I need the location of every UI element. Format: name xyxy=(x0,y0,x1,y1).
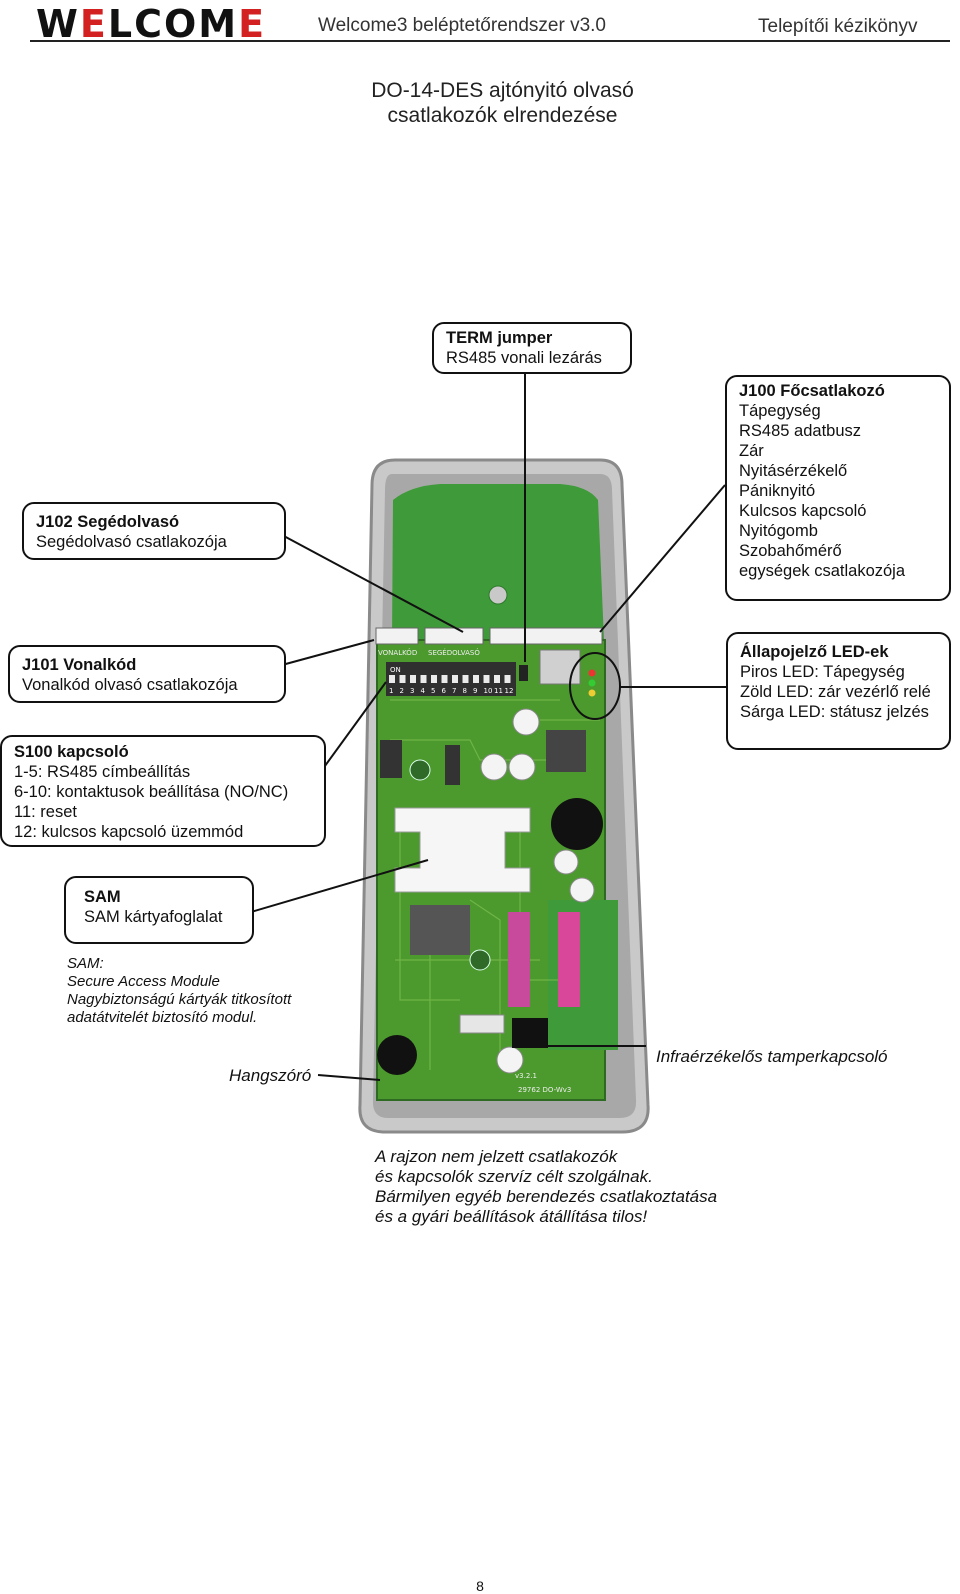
leader-j102 xyxy=(281,534,464,633)
term-jumper xyxy=(519,665,528,681)
dip-switch-3 xyxy=(410,675,416,683)
led-green xyxy=(588,679,596,687)
callout-j102: J102 Segédolvasó Segédolvasó csatlakozój… xyxy=(22,502,286,560)
dip-number-1: 1 xyxy=(389,687,393,695)
leader-s100 xyxy=(321,681,387,771)
dip-switch-8 xyxy=(462,675,469,683)
capacitor-3 xyxy=(508,753,536,781)
capacitor-1 xyxy=(409,759,431,781)
chip-u602 xyxy=(380,740,402,778)
callout-term-jumper: TERM jumper RS485 vonali lezárás xyxy=(432,322,632,374)
board-label-vonalkod: VONALKÓD xyxy=(378,648,417,657)
relay-block xyxy=(539,649,581,685)
dip-number-4: 4 xyxy=(421,687,426,695)
welcome-logo: WELCOME xyxy=(36,2,267,46)
dip-number-3: 3 xyxy=(410,687,414,695)
j101-connector xyxy=(375,627,419,645)
dip-switch-6 xyxy=(441,675,448,683)
pink-component-right xyxy=(558,912,580,1007)
dip-switch-9 xyxy=(473,675,479,683)
chip-u604 xyxy=(445,745,460,785)
dip-number-11: 11 xyxy=(494,687,503,695)
leader-lines xyxy=(250,367,726,1081)
dip-switch-2 xyxy=(399,675,406,683)
callout-leds: Állapojelző LED-ek Piros LED: Tápegység … xyxy=(726,632,951,750)
dip-number-12: 12 xyxy=(505,687,514,695)
led-yellow xyxy=(588,689,596,697)
dip-number-5: 5 xyxy=(431,687,435,695)
leader-j101 xyxy=(281,639,375,666)
sam-socket xyxy=(394,807,531,893)
dip-switch-12 xyxy=(504,675,511,683)
dip-switch-4 xyxy=(420,675,427,683)
pink-component-left xyxy=(508,912,530,1007)
leader-j100 xyxy=(599,484,726,633)
dip-number-6: 6 xyxy=(442,687,447,695)
tamper-label: Infraérzékelős tamperkapcsoló xyxy=(656,1047,888,1066)
dip-number-2: 2 xyxy=(400,687,404,695)
dip-number-10: 10 xyxy=(484,687,493,695)
dip-switch-7 xyxy=(452,675,458,683)
dip-switch-1 xyxy=(389,675,395,683)
dip-number-9: 9 xyxy=(473,687,477,695)
capacitor-7 xyxy=(469,949,491,971)
callout-sam: SAM SAM kártyafoglalat xyxy=(64,876,254,944)
dip-switch-11 xyxy=(494,675,500,683)
leader-sam xyxy=(250,859,429,913)
dip-switch-10 xyxy=(483,675,490,683)
callout-j100: J100 Főcsatlakozó Tápegység RS485 adatbu… xyxy=(725,375,951,601)
capacitor-6 xyxy=(569,877,595,903)
callout-j101: J101 Vonalkód Vonalkód olvasó csatlakozó… xyxy=(8,645,286,703)
dip-number-8: 8 xyxy=(463,687,467,695)
tamper-switch xyxy=(512,1018,548,1048)
header-section: Telepítői kézikönyv xyxy=(758,16,918,37)
speaker xyxy=(377,1035,417,1075)
dip-on-label: ON xyxy=(390,666,401,674)
leader-speaker xyxy=(317,1074,381,1081)
j100-connector xyxy=(489,627,603,645)
buzzer xyxy=(551,798,603,850)
capacitor-8 xyxy=(496,1046,524,1074)
j102-connector xyxy=(424,627,484,645)
callout-s100: S100 kapcsoló 1-5: RS485 címbeállítás 6-… xyxy=(0,735,326,847)
mounting-hole xyxy=(488,585,508,605)
dip-switch-5 xyxy=(431,675,437,683)
board-version: v3.2.1 xyxy=(515,1072,537,1080)
service-warning-note: A rajzon nem jelzett csatlakozók és kapc… xyxy=(375,1147,718,1226)
sam-note: SAM: Secure Access Module Nagybiztonságú… xyxy=(67,955,292,1026)
page-title: DO-14-DES ajtónyitó olvasó csatlakozók e… xyxy=(371,79,634,127)
board-label-segedolvaso: SEGÉDOLVASÓ xyxy=(428,648,480,657)
page-number: 8 xyxy=(476,1578,484,1594)
chip-u601 xyxy=(546,730,586,772)
header-divider xyxy=(30,40,950,42)
chip-mcu xyxy=(410,905,470,955)
led-red xyxy=(588,669,596,677)
dip-number-7: 7 xyxy=(452,687,456,695)
capacitor-5 xyxy=(553,849,579,875)
header-title: Welcome3 beléptetőrendszer v3.0 xyxy=(318,15,606,36)
resistor-array xyxy=(459,1014,505,1034)
antenna-area xyxy=(392,484,604,640)
capacitor-4 xyxy=(512,708,540,736)
speaker-label: Hangszóró xyxy=(229,1066,312,1085)
capacitor-2 xyxy=(480,753,508,781)
board-model: 29762 DO-Wv3 xyxy=(518,1086,571,1094)
